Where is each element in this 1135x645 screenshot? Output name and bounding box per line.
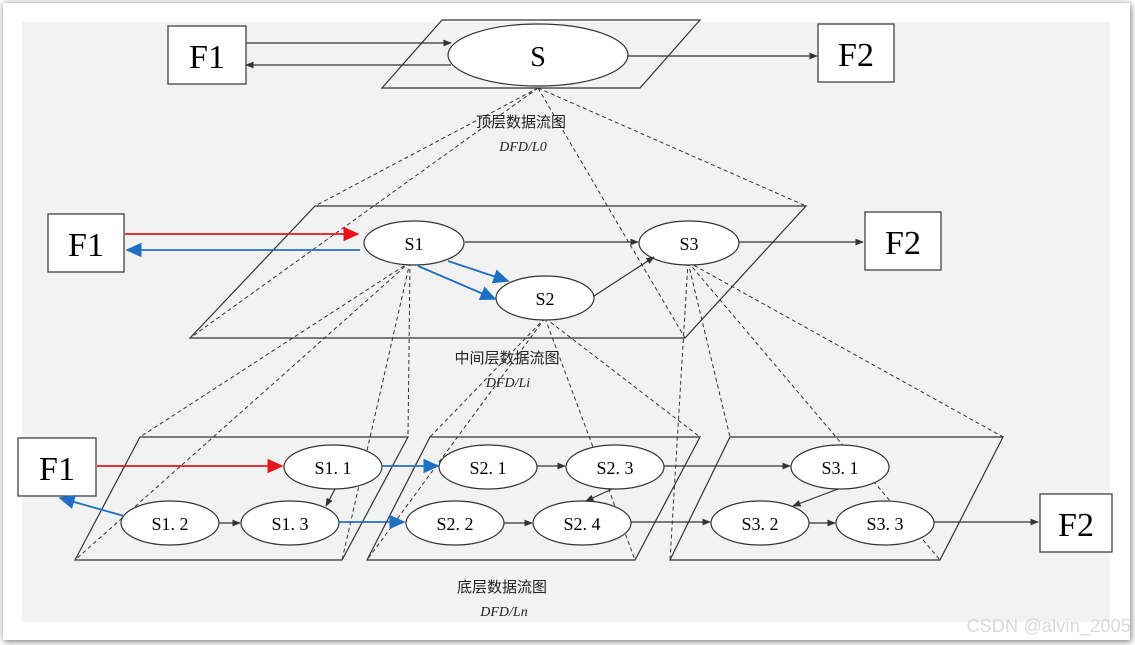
process-s3-2-label: S3. 2 <box>741 514 778 534</box>
bottom-plane-s1 <box>74 436 410 561</box>
top-f2-label: F2 <box>838 37 874 74</box>
process-s1-3-label: S1. 3 <box>271 514 308 534</box>
flow-s1-to-s2-mid-a <box>447 260 510 284</box>
process-s2-2-label: S2. 2 <box>436 514 473 534</box>
flow-s2-3-to-s2-4 <box>585 488 613 502</box>
process-s2-4 <box>532 500 632 546</box>
top-f2-box <box>817 23 895 83</box>
top-caption-en: DFD/L0 <box>498 140 546 155</box>
top-process-s-label: S <box>530 42 546 73</box>
process-s2-3 <box>565 444 665 490</box>
top-f1-label: F1 <box>189 39 225 76</box>
process-s3-3 <box>835 500 935 546</box>
flow-s1-1-to-s1-3 <box>325 488 336 507</box>
bottom-caption-en: DFD/Ln <box>479 605 527 620</box>
process-s3-1-label: S3. 1 <box>821 458 858 478</box>
bottom-f2-box <box>1039 493 1113 553</box>
level-top: F1 F2 S 顶层数据流图 DFD/L0 <box>167 19 895 155</box>
middle-plane <box>188 205 808 339</box>
middle-f2-label: F2 <box>885 225 921 262</box>
process-s1-3 <box>240 500 340 546</box>
middle-process-s1-label: S1 <box>404 234 423 254</box>
process-s2-1-label: S2. 1 <box>469 458 506 478</box>
middle-process-s1 <box>363 220 465 266</box>
bottom-f2-label: F2 <box>1058 507 1094 544</box>
level-bottom: F1 F2 S1. 1 S1. 2 S1. 3 S2. 1 S2. 2 S2. … <box>17 436 1113 620</box>
flow-s1-to-s2-mid-b <box>417 265 497 300</box>
middle-caption-en: DFD/Li <box>485 376 530 391</box>
middle-f2-box <box>864 211 942 271</box>
flow-s1-2-to-f1 <box>58 494 125 517</box>
bottom-plane-s3 <box>669 436 1004 561</box>
process-s1-1-label: S1. 1 <box>314 458 351 478</box>
process-s3-3-label: S3. 3 <box>866 514 903 534</box>
process-s1-1 <box>283 444 383 490</box>
top-caption-cn: 顶层数据流图 <box>476 113 566 131</box>
process-s1-2-label: S1. 2 <box>151 514 188 534</box>
process-s2-3-label: S2. 3 <box>596 458 633 478</box>
level-middle: F1 F2 S1 S2 S3 中间层数据流图 DFD/Li <box>47 205 942 391</box>
top-process-s <box>447 23 629 87</box>
middle-f1-label: F1 <box>68 227 104 264</box>
middle-process-s3 <box>638 220 740 266</box>
flow-s2-to-s3-mid <box>593 256 655 297</box>
top-f1-box <box>167 25 247 85</box>
middle-process-s3-label: S3 <box>679 234 698 254</box>
decomposition-lines <box>74 87 1004 561</box>
process-s3-1 <box>790 444 890 490</box>
bottom-plane-s2 <box>366 436 701 561</box>
middle-process-s2-label: S2 <box>535 289 554 309</box>
middle-caption-cn: 中间层数据流图 <box>454 349 559 367</box>
watermark: CSDN @alvin_2005 <box>966 616 1131 636</box>
bottom-f1-label: F1 <box>39 451 75 488</box>
flow-s3-1-to-s3-2 <box>792 488 839 507</box>
process-s2-4-label: S2. 4 <box>563 514 600 534</box>
bottom-caption-cn: 底层数据流图 <box>457 578 547 596</box>
bottom-f1-box <box>17 437 97 497</box>
middle-f1-box <box>47 213 125 273</box>
